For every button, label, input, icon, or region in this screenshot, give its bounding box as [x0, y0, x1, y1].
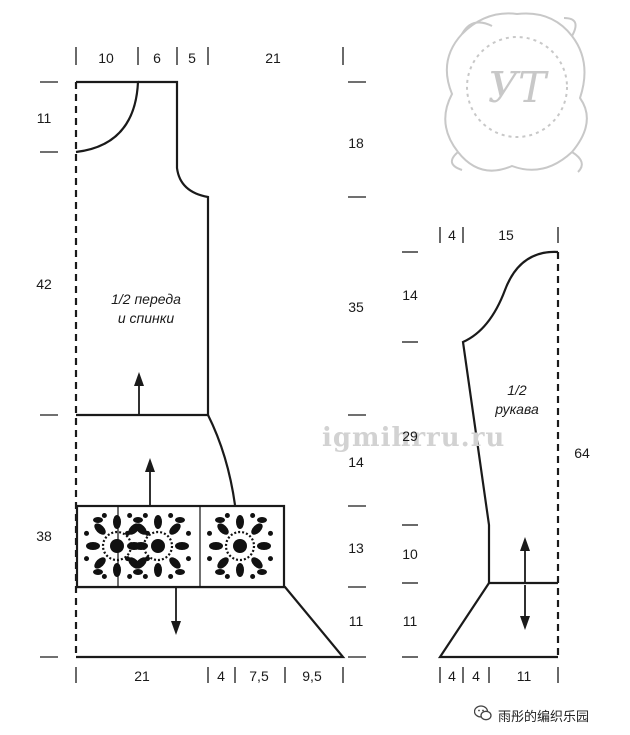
body-label: 1/2 переда и спинки [111, 290, 181, 328]
dim-body-bottom-1: 21 [134, 668, 150, 684]
body-label-line1: 1/2 переда [111, 291, 181, 307]
motif-leaf [175, 517, 185, 523]
dim-sleeve-top-2: 15 [498, 227, 514, 243]
dim-sleeve-total: 64 [574, 445, 590, 461]
credit-text: 雨彤的编织乐园 [498, 709, 590, 724]
motif-band [75, 504, 286, 589]
arrow-up-yoke [134, 372, 144, 414]
motif-leaf [133, 569, 143, 575]
logo-letters: УТ [488, 63, 549, 112]
dim-body-left-3: 38 [36, 528, 52, 544]
dim-sleeve-left-2: 29 [402, 428, 418, 444]
dim-body-right-2: 35 [348, 299, 364, 315]
motif-leaf [257, 569, 267, 575]
dim-body-right-1: 18 [348, 135, 364, 151]
arrow-up-sleeve [520, 537, 530, 582]
dim-body-bottom-4: 9,5 [302, 668, 322, 684]
motif-leaf [175, 569, 185, 575]
dim-body-left-2: 42 [36, 276, 52, 292]
dim-body-left-1: 11 [36, 110, 52, 126]
dim-sleeve-left-3: 10 [402, 546, 418, 562]
dim-body-bottom-3: 7,5 [249, 668, 269, 684]
sleeve-outline [437, 250, 560, 659]
crochet-motif [207, 513, 273, 579]
motif-leaf [133, 517, 143, 523]
dimension-ticks [40, 47, 559, 683]
wechat-icon [474, 705, 492, 721]
dim-body-bottom-2: 4 [217, 668, 225, 684]
motif-leaf [93, 569, 103, 575]
motif-leaf [93, 517, 103, 523]
logo-watermark: УТ [444, 12, 588, 173]
dim-sleeve-left-4: 11 [402, 613, 418, 629]
dim-body-right-4: 13 [348, 540, 364, 556]
dim-sleeve-left-1: 14 [402, 287, 418, 303]
dim-sleeve-bottom-1: 4 [448, 668, 456, 684]
dim-body-right-5: 11 [348, 613, 364, 629]
motif-leaf [215, 517, 225, 523]
motif-leaf [215, 569, 225, 575]
dim-body-right-3: 14 [348, 454, 364, 470]
motif-leaf [257, 517, 267, 523]
dim-sleeve-bottom-2: 4 [472, 668, 480, 684]
dim-sleeve-top-1: 4 [448, 227, 456, 243]
arrow-down-skirt [171, 588, 181, 635]
dim-body-top-3: 5 [188, 50, 196, 66]
crochet-motif [125, 513, 191, 579]
dim-sleeve-bottom-3: 11 [516, 668, 532, 684]
sleeve-label-line1: 1/2 [507, 382, 527, 398]
sleeve-label-line2: рукава [495, 401, 539, 417]
arrow-up-waist [145, 458, 155, 505]
arrow-down-sleeve [520, 585, 530, 630]
watermark-text: igmihrru.ru [322, 423, 506, 453]
sleeve-label: 1/2 рукава [495, 381, 539, 419]
body-label-line2: и спинки [117, 310, 175, 326]
dim-body-top-2: 6 [153, 50, 161, 66]
dim-body-top-4: 21 [265, 50, 281, 66]
dim-body-top-1: 10 [98, 50, 114, 66]
